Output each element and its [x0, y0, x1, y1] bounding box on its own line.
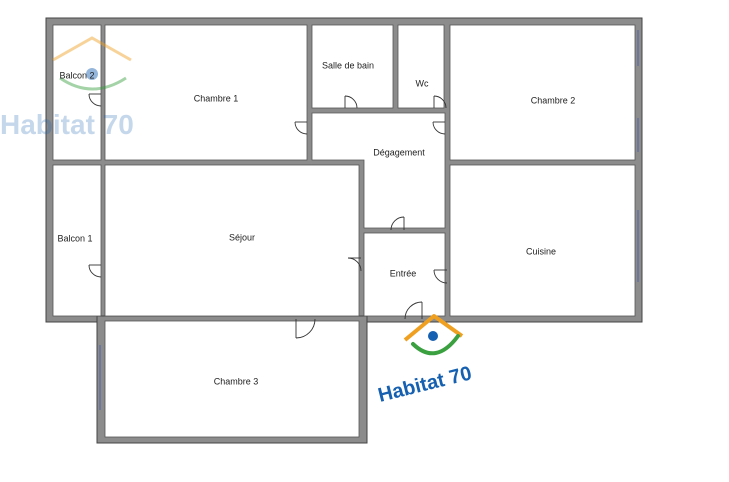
- label-sejour: Séjour: [229, 232, 255, 242]
- label-balcon1: Balcon 1: [57, 233, 92, 243]
- door-balcon2: [88, 93, 102, 107]
- label-salle-de-bain: Salle de bain: [322, 60, 374, 70]
- watermark-eye-icon: [86, 68, 98, 80]
- door-entree-degagement: [390, 216, 405, 231]
- floor-balcon2: [52, 24, 102, 161]
- door-chambre3: [295, 318, 316, 339]
- watermark-brand-text: Habitat 70: [0, 109, 134, 140]
- windows: [99, 30, 639, 410]
- door-sejour-entree: [347, 257, 362, 272]
- watermark-top-left: Habitat 70: [0, 36, 134, 140]
- floor-cuisine: [449, 164, 636, 317]
- floor-sejour: [104, 164, 360, 317]
- door-main-entrance: [404, 301, 423, 320]
- floors: [52, 24, 636, 438]
- floor-balcon1: [52, 164, 102, 317]
- label-chambre3: Chambre 3: [214, 376, 259, 386]
- doors: [88, 93, 448, 339]
- floor-chambre1: [104, 24, 308, 161]
- logo-eye-icon: [428, 331, 438, 341]
- door-wc: [433, 95, 447, 109]
- label-cuisine: Cuisine: [526, 246, 556, 256]
- floor-degagement: [311, 112, 446, 229]
- logo-habitat70: Habitat 70: [376, 314, 474, 407]
- door-balcon1: [88, 264, 102, 278]
- logo-swoosh-icon: [411, 334, 460, 356]
- label-chambre1: Chambre 1: [194, 93, 239, 103]
- logo-brand-text: Habitat 70: [376, 362, 474, 406]
- door-chambre1: [294, 121, 308, 135]
- watermark-roof-icon: [52, 36, 132, 62]
- label-entree: Entrée: [390, 268, 417, 278]
- floor-entree: [363, 232, 446, 317]
- door-cuisine: [433, 269, 448, 284]
- label-balcon2: Balcon 2: [59, 70, 94, 80]
- floor-salle-de-bain: [311, 24, 394, 109]
- label-chambre2: Chambre 2: [531, 95, 576, 105]
- watermark-swoosh-icon: [59, 76, 127, 91]
- floor-chambre2: [449, 24, 636, 161]
- room-labels: Chambre 1 Salle de bain Wc Chambre 2 Dég…: [57, 60, 575, 386]
- door-salle-de-bain: [344, 95, 358, 109]
- floor-chambre3: [104, 320, 360, 438]
- label-degagement: Dégagement: [373, 147, 425, 157]
- label-wc: Wc: [416, 78, 429, 88]
- door-chambre2: [432, 121, 446, 135]
- floor-wc: [397, 24, 445, 109]
- logo-roof-icon: [403, 314, 464, 342]
